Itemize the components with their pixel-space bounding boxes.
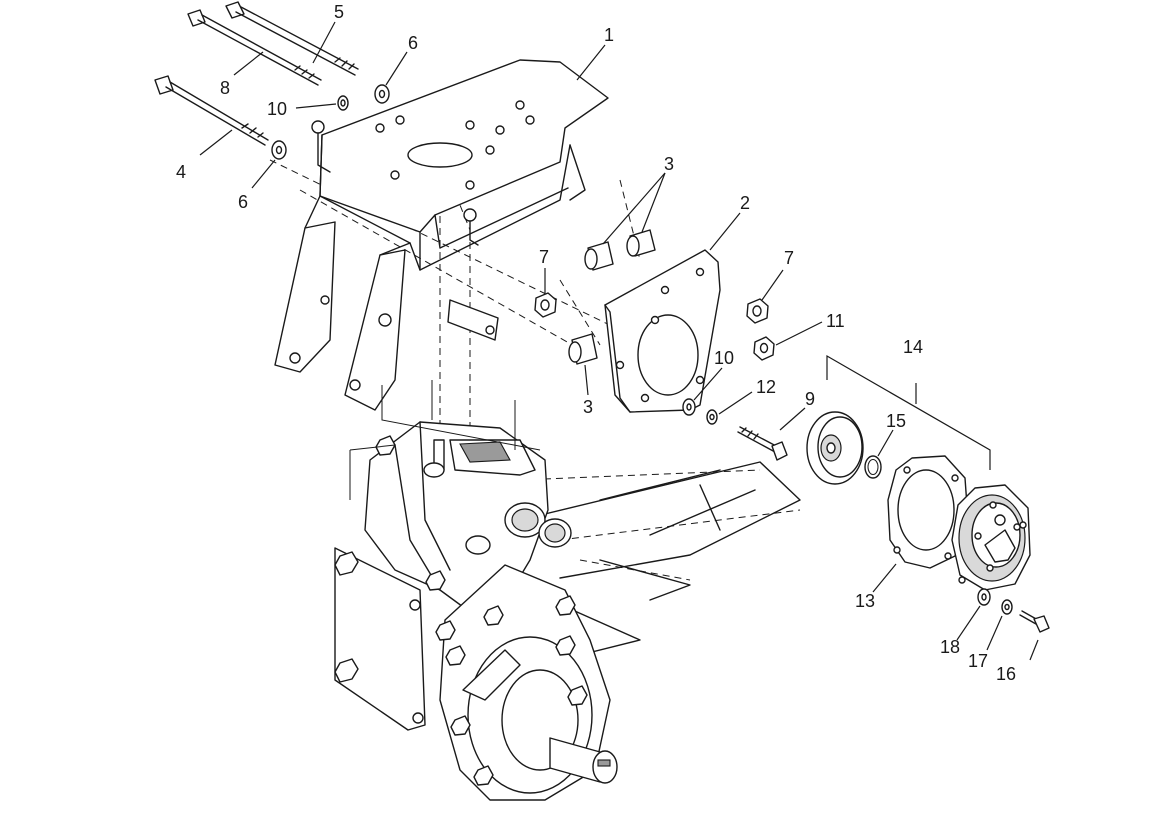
callout-6-top: 6 [408,33,418,53]
part-16-bolt [1019,610,1050,633]
callout-5: 5 [334,2,344,22]
part-5-bolt [225,1,359,76]
part-7-nut-left [534,292,557,318]
part-6-washer-left [271,140,287,160]
part-10-washer-top [337,95,349,111]
part-14-group-bracket [826,354,991,470]
callout-17: 17 [968,651,988,671]
bracket-pins [311,120,479,246]
part-7-nut-right [746,298,769,324]
callout-11: 11 [826,311,845,331]
callout-18: 18 [940,637,960,657]
part-13-gasket [887,455,969,569]
callout-1: 1 [604,25,614,45]
callout-14: 14 [903,337,923,357]
callout-13: 13 [855,591,875,611]
part-9-bolt [737,426,788,461]
part-1-mounting-bracket [274,59,609,411]
callout-3-bottom: 3 [583,397,593,417]
callout-3-top: 3 [664,154,674,174]
part-3-spacers [568,229,656,365]
callout-4: 4 [176,162,186,182]
part-18-washer [977,588,991,606]
callout-16: 16 [996,664,1016,684]
part-10-washer-mid [682,398,696,416]
callout-7-right: 7 [784,248,794,268]
part-11-nut [753,336,775,361]
end-cover [951,484,1031,591]
callout-labels: 1 2 3 3 4 5 6 6 7 7 8 9 10 10 11 12 13 1… [176,2,1016,684]
callout-10-top: 10 [267,99,287,119]
callout-7-left: 7 [539,247,549,267]
part-15-o-ring [864,455,882,479]
callout-10-mid: 10 [714,348,734,368]
part-12-lock-washer [706,409,718,425]
gearbox-assembly [334,299,801,801]
part-8-bolt [187,9,322,86]
callout-2: 2 [740,193,750,213]
part-17-lock-washer [1001,599,1013,615]
callout-15: 15 [886,411,906,431]
callout-8: 8 [220,78,230,98]
callout-12: 12 [756,377,776,397]
part-4-bolt [154,75,269,146]
part-6-washer-top [374,84,390,104]
pulley-disc [806,411,864,485]
callout-9: 9 [805,389,815,409]
callout-6-left: 6 [238,192,248,212]
part-2-adaptor-plate [604,249,721,413]
leader-lines [199,21,1039,661]
